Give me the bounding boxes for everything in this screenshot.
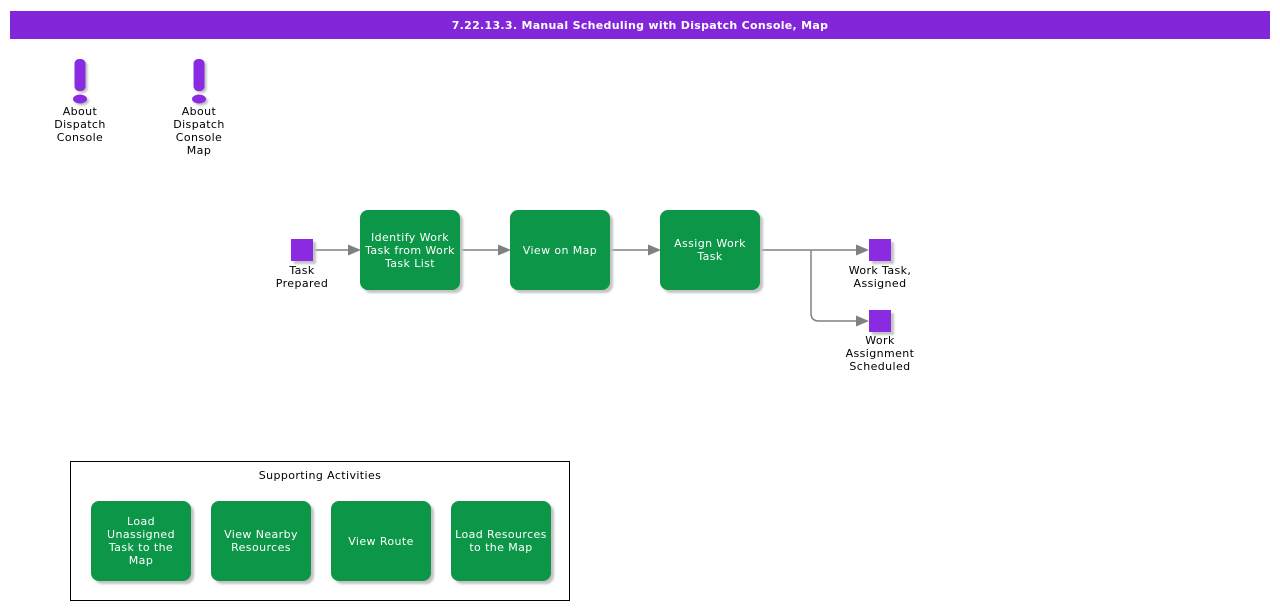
end-event-work-assignment-scheduled [869, 310, 891, 332]
diagram-title: 7.22.13.3. Manual Scheduling with Dispat… [451, 18, 829, 32]
exclamation-icon[interactable] [184, 58, 214, 104]
end-event-work-task-assigned [869, 239, 891, 261]
start-event-label: Task Prepared [275, 264, 329, 290]
about-dispatch-console-map-link[interactable]: About Dispatch Console Map [144, 58, 254, 157]
activity-view-route[interactable]: View Route [331, 501, 431, 581]
about-dispatch-console-map-label: About Dispatch Console Map [173, 105, 225, 157]
supporting-activities-title: Supporting Activities [258, 469, 382, 482]
activity-assign-work-task[interactable]: Assign Work Task [660, 210, 760, 290]
exclamation-icon[interactable] [65, 58, 95, 104]
end-event-work-assignment-scheduled-label: Work Assignment Scheduled [845, 334, 915, 373]
start-event-task-prepared [291, 239, 313, 261]
supporting-activities-panel: Supporting Activities Load Unassigned Ta… [70, 461, 570, 601]
about-dispatch-console-label: About Dispatch Console [54, 105, 106, 144]
about-dispatch-console-link[interactable]: About Dispatch Console [25, 58, 135, 144]
activity-view-nearby-resources[interactable]: View Nearby Resources [211, 501, 311, 581]
activity-identify-work-task[interactable]: Identify Work Task from Work Task List [360, 210, 460, 290]
activity-load-unassigned-task[interactable]: Load Unassigned Task to the Map [91, 501, 191, 581]
end-event-work-task-assigned-label: Work Task, Assigned [848, 264, 912, 290]
activity-view-on-map[interactable]: View on Map [510, 210, 610, 290]
activity-load-resources-to-map[interactable]: Load Resources to the Map [451, 501, 551, 581]
diagram-title-bar: 7.22.13.3. Manual Scheduling with Dispat… [10, 11, 1270, 39]
